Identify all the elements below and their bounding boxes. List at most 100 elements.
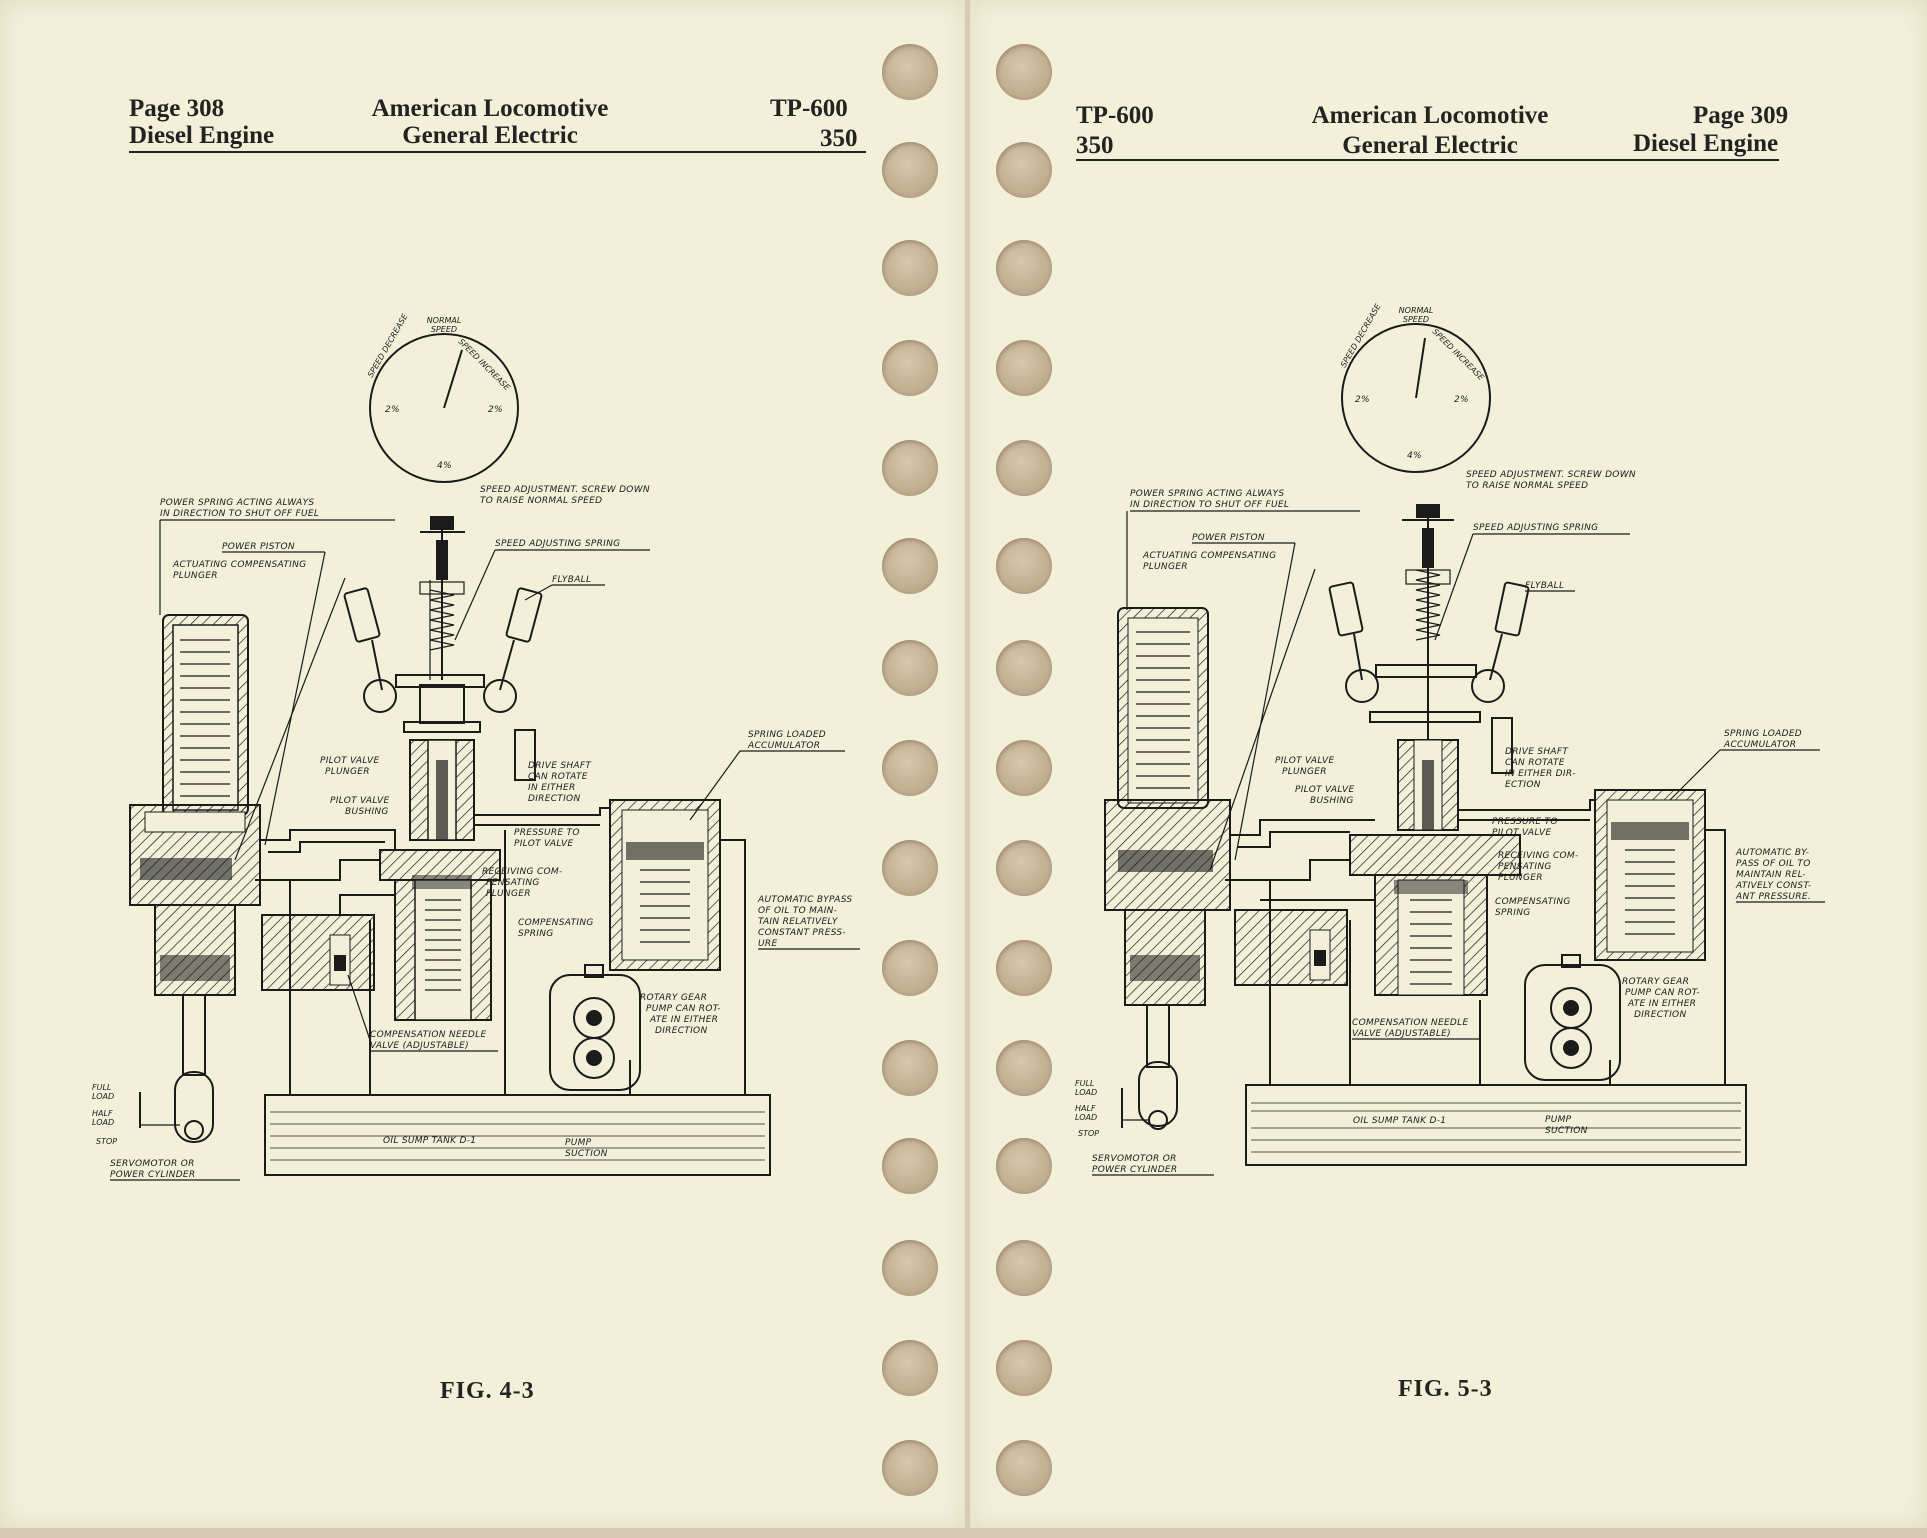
r-label-power-piston: POWER PISTON: [1192, 533, 1265, 543]
dial-bottom-mark: 4%: [437, 461, 452, 471]
left-figure-caption: FIG. 4-3: [440, 1378, 535, 1404]
r-label-servomotor-1: SERVOMOTOR OR: [1092, 1154, 1177, 1164]
r-label-receiving-3: PLUNGER: [1498, 873, 1543, 883]
r-label-drive-shaft-2: CAN ROTATE: [1505, 758, 1565, 768]
label-full-load-1: FULL: [92, 1083, 111, 1092]
right-page-number: Page 309: [1693, 102, 1789, 129]
oil-sump-tank: [264, 1094, 771, 1176]
r-label-speed-adjusting-spring: SPEED ADJUSTING SPRING: [1473, 523, 1598, 533]
left-doc-code: TP-600: [770, 95, 848, 122]
r-dial-right-mark: 2%: [1454, 395, 1469, 405]
label-bypass-3: TAIN RELATIVELY: [758, 917, 839, 927]
label-drive-shaft-2: CAN ROTATE: [528, 772, 588, 782]
label-needle-1: COMPENSATION NEEDLE: [370, 1030, 486, 1040]
drive-shaft: [514, 729, 536, 781]
label-rotary-4: DIRECTION: [655, 1026, 707, 1036]
label-compensating-spring-2: SPRING: [518, 929, 554, 939]
label-drive-shaft-3: IN EITHER: [528, 783, 576, 793]
r-label-pump-suction-2: SUCTION: [1545, 1126, 1588, 1136]
r-oil-sump-tank: [1245, 1084, 1747, 1166]
r-label-drive-shaft-4: ECTION: [1505, 780, 1541, 790]
right-title-line1: American Locomotive: [1311, 102, 1549, 129]
left-title-line1: American Locomotive: [371, 95, 609, 122]
r-label-stop: STOP: [1078, 1129, 1099, 1138]
adjust-screw-head: [430, 516, 454, 530]
r-label-oil-sump: OIL SUMP TANK D-1: [1353, 1116, 1446, 1126]
r-label-receiving-2: PENSATING: [1498, 862, 1552, 872]
r-label-pump-suction-1: PUMP: [1545, 1115, 1572, 1125]
r-label-power-spring-1: POWER SPRING ACTING ALWAYS: [1130, 489, 1284, 499]
right-figure-caption: FIG. 5-3: [1398, 1376, 1493, 1402]
label-receiving-2: PENSATING: [486, 878, 540, 888]
r-label-rotary-3: ATE IN EITHER: [1627, 999, 1696, 1009]
label-pilot-valve-bushing-1: PILOT VALVE: [330, 796, 389, 806]
r-label-actuating-1: ACTUATING COMPENSATING: [1142, 551, 1276, 561]
left-header-rule: [129, 151, 866, 153]
left-doc-number: 350: [820, 125, 858, 152]
power-spring: [180, 639, 230, 797]
label-servomotor-2: POWER CYLINDER: [110, 1170, 195, 1180]
label-oil-sump: OIL SUMP TANK D-1: [383, 1136, 476, 1146]
r-label-pilot-valve-plunger-2: PLUNGER: [1282, 767, 1327, 777]
right-engine-title: Diesel Engine: [1633, 130, 1779, 157]
r-label-flyball: FLYBALL: [1525, 581, 1564, 591]
r-label-drive-shaft-3: IN EITHER DIR-: [1505, 769, 1576, 779]
r-label-pilot-valve-plunger-1: PILOT VALVE: [1275, 756, 1334, 766]
label-servomotor-1: SERVOMOTOR OR: [110, 1159, 195, 1169]
label-speed-adjustment-2: TO RAISE NORMAL SPEED: [480, 496, 602, 506]
label-pump-suction-1: PUMP: [565, 1138, 592, 1148]
r-dial-bottom-mark: 4%: [1407, 451, 1422, 461]
label-bypass-4: CONSTANT PRESS-: [758, 928, 846, 938]
left-engine-title: Diesel Engine: [129, 122, 275, 149]
label-bypass-1: AUTOMATIC BYPASS: [757, 895, 852, 905]
label-bypass-2: OF OIL TO MAIN-: [758, 906, 837, 916]
label-full-load-2: LOAD: [92, 1092, 114, 1101]
label-power-spring-1: POWER SPRING ACTING ALWAYS: [160, 498, 314, 508]
r-label-compensating-spring-2: SPRING: [1495, 908, 1531, 918]
label-drive-shaft-1: DRIVE SHAFT: [528, 761, 592, 771]
label-power-piston: POWER PISTON: [222, 542, 295, 552]
r-label-power-spring-2: IN DIRECTION TO SHUT OFF FUEL: [1130, 500, 1289, 510]
r-label-rotary-2: PUMP CAN ROT-: [1625, 988, 1700, 998]
power-piston: [140, 858, 232, 880]
label-half-load-2: LOAD: [92, 1118, 114, 1127]
label-flyball: FLYBALL: [552, 575, 591, 585]
label-pump-suction-2: SUCTION: [565, 1149, 608, 1159]
r-label-full-load-1: FULL: [1075, 1079, 1094, 1088]
label-pressure-2: PILOT VALVE: [514, 839, 573, 849]
label-pilot-valve-plunger-1: PILOT VALVE: [320, 756, 379, 766]
dial-right-mark: 2%: [488, 405, 503, 415]
right-header-rule: [1076, 159, 1779, 161]
dial-left-mark: 2%: [385, 405, 400, 415]
r-label-pressure-2: PILOT VALVE: [1492, 828, 1551, 838]
label-drive-shaft-4: DIRECTION: [528, 794, 580, 804]
label-speed-adjustment-1: SPEED ADJUSTMENT. SCREW DOWN: [480, 485, 650, 495]
r-label-pilot-valve-bushing-1: PILOT VALVE: [1295, 785, 1354, 795]
r-label-servomotor-2: POWER CYLINDER: [1092, 1165, 1177, 1175]
r-label-spring-loaded-2: ACCUMULATOR: [1723, 740, 1796, 750]
r-label-drive-shaft-1: DRIVE SHAFT: [1505, 747, 1569, 757]
flyball-right: [505, 587, 543, 643]
r-label-rotary-4: DIRECTION: [1634, 1010, 1686, 1020]
right-doc-number: 350: [1076, 132, 1114, 159]
label-receiving-3: PLUNGER: [486, 889, 531, 899]
speed-dial: [369, 333, 519, 483]
label-speed-adjusting-spring: SPEED ADJUSTING SPRING: [495, 539, 620, 549]
governor-diagram-left: NORMAL SPEED SPEED DECREASE SPEED INCREA…: [92, 312, 860, 1181]
gear-pump: [549, 974, 641, 1091]
servo-rod: [182, 994, 206, 1076]
label-pilot-valve-bushing-2: BUSHING: [345, 807, 389, 817]
r-label-half-load-1: HALF: [1075, 1104, 1096, 1113]
r-label-spring-loaded-1: SPRING LOADED: [1724, 729, 1802, 739]
flyball-left: [343, 587, 381, 643]
r-label-bypass-2: PASS OF OIL TO: [1736, 859, 1811, 869]
label-stop: STOP: [96, 1137, 117, 1146]
r-label-bypass-3: MAINTAIN REL-: [1736, 870, 1806, 880]
label-rotary-1: ROTARY GEAR: [640, 993, 707, 1003]
r-label-receiving-1: RECEIVING COM-: [1498, 851, 1579, 861]
right-page: TP-600 350 American Locomotive General E…: [970, 0, 1927, 1528]
label-normal-2: SPEED: [431, 325, 457, 334]
label-power-spring-2: IN DIRECTION TO SHUT OFF FUEL: [160, 509, 319, 519]
label-actuating-1: ACTUATING COMPENSATING: [172, 560, 306, 570]
label-receiving-1: RECEIVING COM-: [482, 867, 563, 877]
